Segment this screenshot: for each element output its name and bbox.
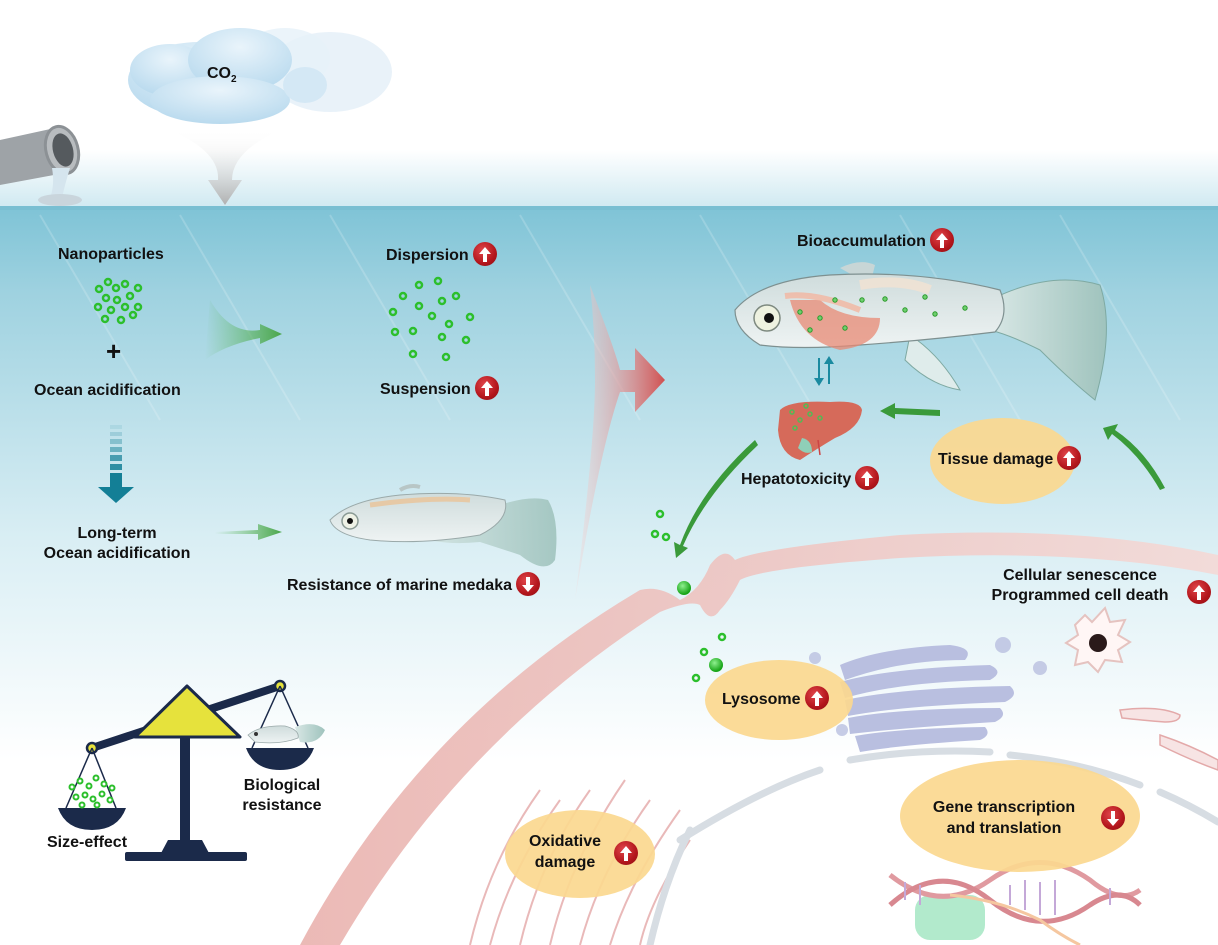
suspension-text: Suspension bbox=[380, 381, 471, 399]
dispersion-text: Dispersion bbox=[386, 247, 469, 265]
biological-line1: Biological bbox=[243, 777, 321, 794]
oxidative-line2: damage bbox=[534, 854, 596, 871]
decrease-arrow-icon bbox=[516, 572, 540, 596]
biological-resistance-label: Biological resistance bbox=[232, 776, 332, 816]
increase-arrow-icon bbox=[1057, 446, 1082, 470]
gene-transcription-ellipse bbox=[900, 760, 1140, 872]
co2-label: CO2 bbox=[207, 64, 237, 90]
long-term-to-medaka-arrow bbox=[215, 524, 282, 540]
cell-membrane bbox=[300, 532, 1218, 945]
gene-line2: and translation bbox=[946, 820, 1062, 837]
balance-fulcrum bbox=[133, 684, 242, 739]
ocean-acidification-label: Ocean acidification bbox=[34, 382, 181, 399]
dispersion-label: Dispersion bbox=[386, 242, 497, 268]
tissue-damage-ellipse bbox=[930, 418, 1075, 504]
free-nanoparticles bbox=[650, 509, 671, 542]
bioaccumulation-text: Bioaccumulation bbox=[797, 233, 926, 251]
exchange-arrows bbox=[814, 356, 834, 386]
size-effect-label: Size-effect bbox=[47, 834, 128, 851]
co2-subscript: 2 bbox=[231, 74, 237, 86]
oxidative-line1: Oxidative bbox=[528, 833, 602, 850]
increase-arrow-icon bbox=[474, 376, 499, 400]
resistance-text: Resistance of marine medaka bbox=[287, 577, 512, 595]
pan-fish bbox=[247, 724, 325, 744]
lysosome-label: Lysosome bbox=[722, 686, 829, 712]
lysosome-text: Lysosome bbox=[722, 691, 801, 709]
balance-scale bbox=[58, 679, 325, 861]
discharge-pipe bbox=[0, 124, 82, 206]
senescence-line1: Cellular senescence bbox=[1003, 567, 1157, 584]
dispersed-nanoparticles bbox=[388, 276, 475, 362]
suspension-label: Suspension bbox=[380, 376, 499, 402]
ocean-surface bbox=[0, 150, 1218, 208]
decrease-arrow-icon bbox=[1101, 806, 1125, 830]
long-term-line1: Long-term bbox=[77, 525, 157, 542]
loop-arrow bbox=[1103, 424, 1165, 490]
marine-medaka-fish bbox=[329, 484, 557, 567]
right-pan bbox=[246, 748, 314, 770]
senescence-label: Cellular senescence Programmed cell deat… bbox=[980, 566, 1180, 606]
bioaccumulation-label: Bioaccumulation bbox=[797, 228, 954, 254]
bioaccumulation-fish bbox=[734, 262, 1107, 401]
nanoparticles-label: Nanoparticles bbox=[58, 246, 164, 263]
combo-to-dispersion-arrow bbox=[205, 300, 282, 360]
liver-to-cell-arrow bbox=[674, 440, 758, 558]
right-endoplasmic-reticulum bbox=[1119, 707, 1218, 771]
apoptotic-cell bbox=[1064, 606, 1132, 674]
resistance-label: Resistance of marine medaka bbox=[287, 572, 540, 598]
tissue-to-liver-arrow bbox=[880, 403, 940, 419]
co2-down-arrow bbox=[165, 128, 285, 205]
tissue-damage-label: Tissue damage bbox=[938, 446, 1082, 472]
nanoparticle-cluster bbox=[93, 277, 143, 325]
senescence-line2: Programmed cell death bbox=[991, 587, 1169, 604]
gene-transcription-label: Gene transcription and translation bbox=[924, 797, 1084, 839]
endocytosed-nanoparticle bbox=[677, 581, 691, 595]
hepatotoxicity-label: Hepatotoxicity bbox=[741, 466, 880, 492]
long-term-line2: Ocean acidification bbox=[43, 545, 191, 562]
co2-text: CO bbox=[207, 65, 231, 82]
golgi-apparatus bbox=[809, 637, 1047, 752]
left-pan bbox=[58, 808, 126, 830]
dna-helix bbox=[888, 860, 1142, 945]
liver-icon bbox=[778, 401, 862, 460]
increase-arrow-icon bbox=[614, 841, 638, 865]
tissue-damage-text: Tissue damage bbox=[938, 451, 1054, 469]
oxidative-damage-label: Oxidative damage bbox=[520, 831, 610, 873]
plus-sign: + bbox=[106, 336, 122, 366]
biological-line2: resistance bbox=[242, 797, 322, 814]
gene-line1: Gene transcription bbox=[932, 799, 1076, 816]
long-term-label: Long-term Ocean acidification bbox=[34, 524, 200, 564]
increase-arrow-icon bbox=[929, 228, 954, 252]
increase-arrow-icon bbox=[804, 686, 829, 710]
to-organism-arrow bbox=[575, 285, 665, 600]
cloud bbox=[128, 28, 392, 124]
hepatotoxicity-text: Hepatotoxicity bbox=[741, 471, 852, 489]
intracellular-nanoparticles bbox=[691, 632, 727, 683]
long-term-down-arrow bbox=[98, 425, 134, 503]
increase-arrow-icon bbox=[1187, 580, 1211, 604]
increase-arrow-icon bbox=[855, 466, 880, 490]
increase-arrow-icon bbox=[472, 242, 497, 266]
pan-nanoparticles bbox=[68, 774, 116, 809]
